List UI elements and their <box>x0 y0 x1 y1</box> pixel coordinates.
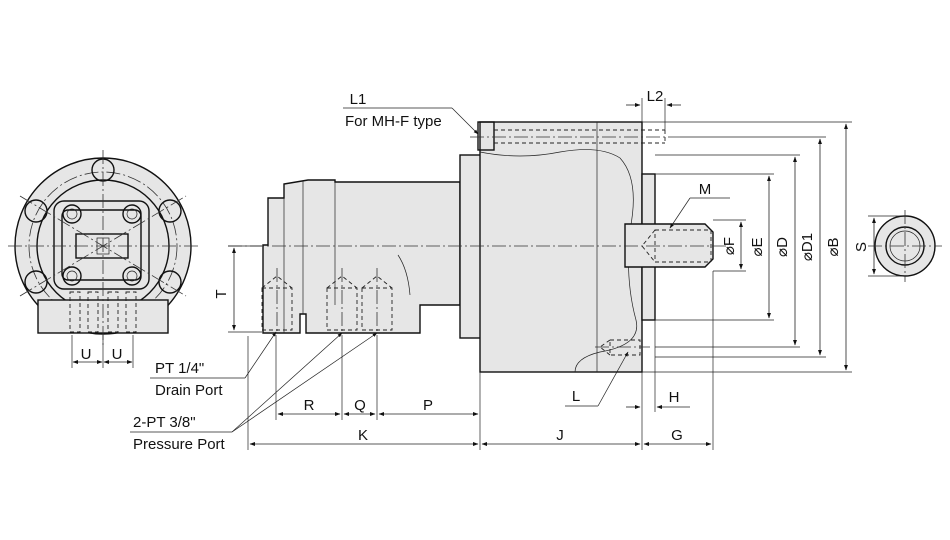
label-u-left: U <box>81 346 92 363</box>
label-j: J <box>556 427 564 444</box>
label-pressure-1: 2-PT 3/8" <box>133 414 196 431</box>
label-phi-e: ⌀E <box>749 237 766 256</box>
label-phi-d: ⌀D <box>774 237 791 257</box>
dimensions: T L1 For MH-F type L2 M ⌀F ⌀E ⌀D ⌀D1 <box>130 88 852 453</box>
label-l2: L2 <box>647 88 664 105</box>
label-for-mhf: For MH-F type <box>345 113 442 130</box>
label-drain-1: PT 1/4" <box>155 360 204 377</box>
label-g: G <box>671 427 683 444</box>
side-view <box>228 121 728 373</box>
plate-screws <box>62 204 142 286</box>
end-view-right: S <box>853 210 942 282</box>
main-cylinder-body <box>479 121 643 373</box>
pressure-ports <box>326 268 393 333</box>
label-r: R <box>304 397 315 414</box>
label-p: P <box>423 397 433 414</box>
label-drain-2: Drain Port <box>155 382 223 399</box>
label-h: H <box>669 389 680 406</box>
flange-stub <box>459 154 483 339</box>
label-pressure-2: Pressure Port <box>133 436 226 453</box>
rear-housing <box>262 179 461 334</box>
drain-port <box>261 268 293 333</box>
label-k: K <box>358 427 368 444</box>
label-m: M <box>699 181 712 198</box>
mhf-bolt <box>470 121 680 151</box>
label-s: S <box>853 242 870 252</box>
label-u-right: U <box>112 346 123 363</box>
label-phi-d1: ⌀D1 <box>799 233 816 261</box>
label-t: T <box>213 289 230 298</box>
label-phi-b: ⌀B <box>825 237 842 256</box>
end-view-ports <box>69 291 137 333</box>
label-l1: L1 <box>350 91 367 108</box>
label-q: Q <box>354 397 366 414</box>
label-phi-f: ⌀F <box>721 237 738 255</box>
label-l: L <box>572 388 580 405</box>
end-view-left: U U <box>8 150 200 368</box>
output-shaft <box>624 223 714 268</box>
